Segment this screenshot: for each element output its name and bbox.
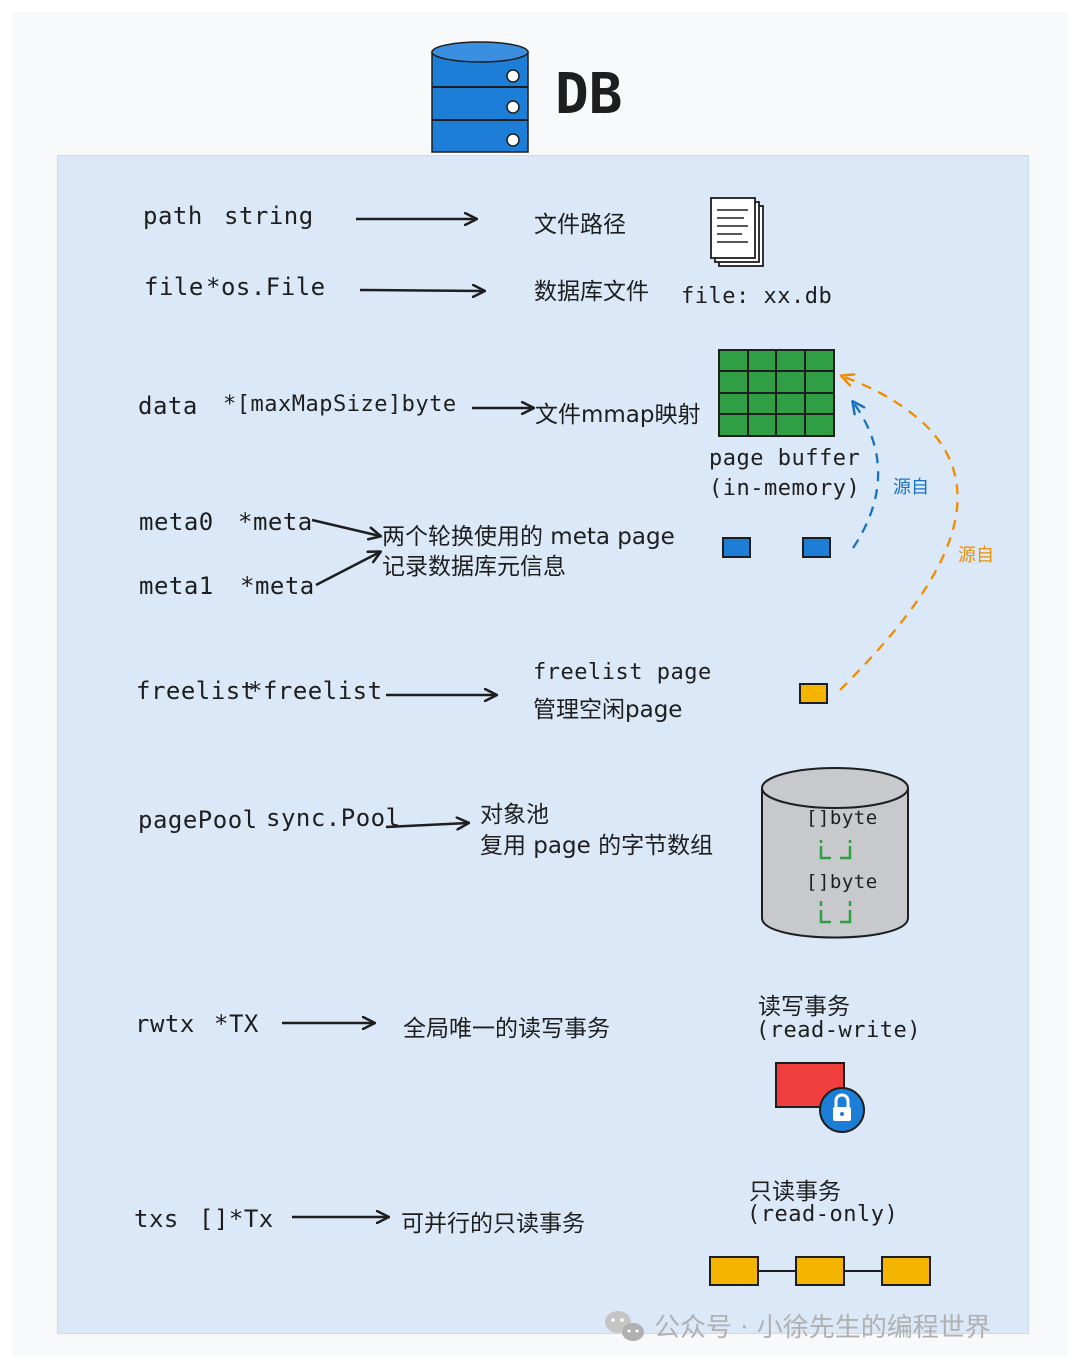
document-icon xyxy=(710,197,764,267)
arrow-meta0 xyxy=(311,518,380,536)
arrow-meta1 xyxy=(315,552,380,587)
meta-desc-line1: 两个轮换使用的 meta page xyxy=(382,524,675,550)
field-data-desc: 文件mmap映射 xyxy=(535,402,701,428)
rw-label-line1: 读写事务 xyxy=(758,994,850,1020)
field-freelist-type: *freelist xyxy=(248,677,383,705)
field-rwtx-type: *TX xyxy=(214,1010,259,1038)
field-txs-desc: 可并行的只读事务 xyxy=(401,1211,585,1237)
field-data-type: *[maxMapSize]byte xyxy=(223,392,457,417)
blue-source-arrow xyxy=(853,402,880,549)
field-path-desc: 文件路径 xyxy=(534,212,626,238)
freelist-desc-line2: 管理空闲page xyxy=(533,697,683,723)
field-data-name: data xyxy=(138,392,198,420)
ro-tx-chain xyxy=(709,1256,931,1286)
rw-label-line2: (read-write) xyxy=(756,1018,921,1043)
field-meta1-type: *meta xyxy=(240,572,315,600)
page-buffer-line2: (in-memory) xyxy=(709,476,861,501)
wechat-icon xyxy=(605,1311,644,1341)
pagepool-desc-line2: 复用 page 的字节数组 xyxy=(480,833,714,859)
ro-label-line2: (read-only) xyxy=(747,1202,899,1227)
field-file-type: *os.File xyxy=(206,273,326,301)
source-label-blue: 源自 xyxy=(893,477,929,498)
field-meta0-type: *meta xyxy=(238,508,313,536)
arrow-pagepool xyxy=(385,823,468,827)
field-rwtx-desc: 全局唯一的读写事务 xyxy=(403,1016,610,1042)
ro-tx-3 xyxy=(881,1256,931,1286)
field-freelist-name: freelist xyxy=(136,677,256,705)
field-file-desc: 数据库文件 xyxy=(534,279,649,305)
arrow-file xyxy=(359,290,484,291)
ro-label-line1: 只读事务 xyxy=(749,1179,841,1205)
page-pool-cylinder xyxy=(761,767,909,939)
field-meta0-name: meta0 xyxy=(139,508,214,536)
freelist-page xyxy=(799,683,828,704)
pagepool-desc-line1: 对象池 xyxy=(480,802,549,828)
field-txs-name: txs xyxy=(134,1205,179,1233)
database-icon xyxy=(431,41,529,153)
pool-item-1: []byte xyxy=(806,807,878,829)
meta-page-1 xyxy=(802,537,831,558)
db-title: DB xyxy=(555,62,623,127)
field-file-name: file xyxy=(144,273,204,301)
page-buffer-grid xyxy=(718,349,835,437)
source-label-orange: 源自 xyxy=(958,545,994,566)
meta-desc-line2: 记录数据库元信息 xyxy=(382,554,566,580)
lock-icon xyxy=(819,1087,865,1133)
field-pagepool-name: pagePool xyxy=(138,806,258,834)
ro-tx-2 xyxy=(795,1256,845,1286)
file-note: file: xx.db xyxy=(681,284,833,309)
pool-item-2: []byte xyxy=(806,871,878,893)
page-buffer-line1: page buffer xyxy=(709,446,861,471)
field-rwtx-name: rwtx xyxy=(135,1010,195,1038)
watermark: 公众号 · 小徐先生的编程世界 xyxy=(654,1313,991,1343)
field-txs-type: []*Tx xyxy=(199,1205,274,1233)
meta-page-0 xyxy=(722,537,751,558)
field-path-type: string xyxy=(224,202,314,230)
freelist-desc-line1: freelist page xyxy=(533,660,712,685)
db-struct-panel xyxy=(57,155,1029,1334)
ro-tx-1 xyxy=(709,1256,759,1286)
orange-source-arrow xyxy=(840,376,959,691)
field-meta1-name: meta1 xyxy=(139,572,214,600)
field-pagepool-type: sync.Pool xyxy=(266,804,401,832)
field-path-name: path xyxy=(143,202,203,230)
